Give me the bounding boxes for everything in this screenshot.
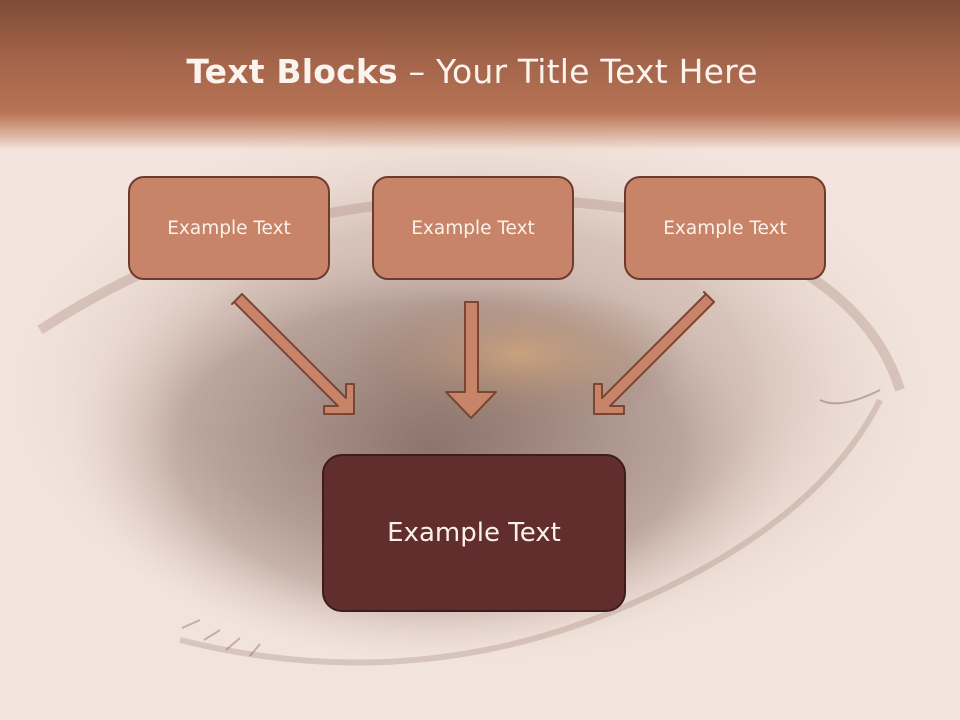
down-right-arrow-icon: [231, 293, 355, 415]
slide-title: Text Blocks – Your Title Text Here: [0, 52, 944, 91]
text-block-3[interactable]: Example Text: [624, 176, 826, 280]
result-text-block-label: Example Text: [387, 518, 561, 548]
text-block-2[interactable]: Example Text: [372, 176, 574, 280]
slide-title-rest: Your Title Text Here: [435, 52, 758, 91]
slide-title-bold: Text Blocks: [186, 52, 398, 91]
slide-title-dash: –: [397, 52, 436, 91]
text-block-2-label: Example Text: [411, 217, 535, 239]
down-arrow-icon: [445, 301, 497, 419]
down-left-arrow-icon: [593, 291, 715, 415]
title-band: [0, 0, 960, 150]
text-block-1-label: Example Text: [167, 217, 291, 239]
text-block-3-label: Example Text: [663, 217, 787, 239]
text-block-1[interactable]: Example Text: [128, 176, 330, 280]
result-text-block[interactable]: Example Text: [322, 454, 626, 612]
